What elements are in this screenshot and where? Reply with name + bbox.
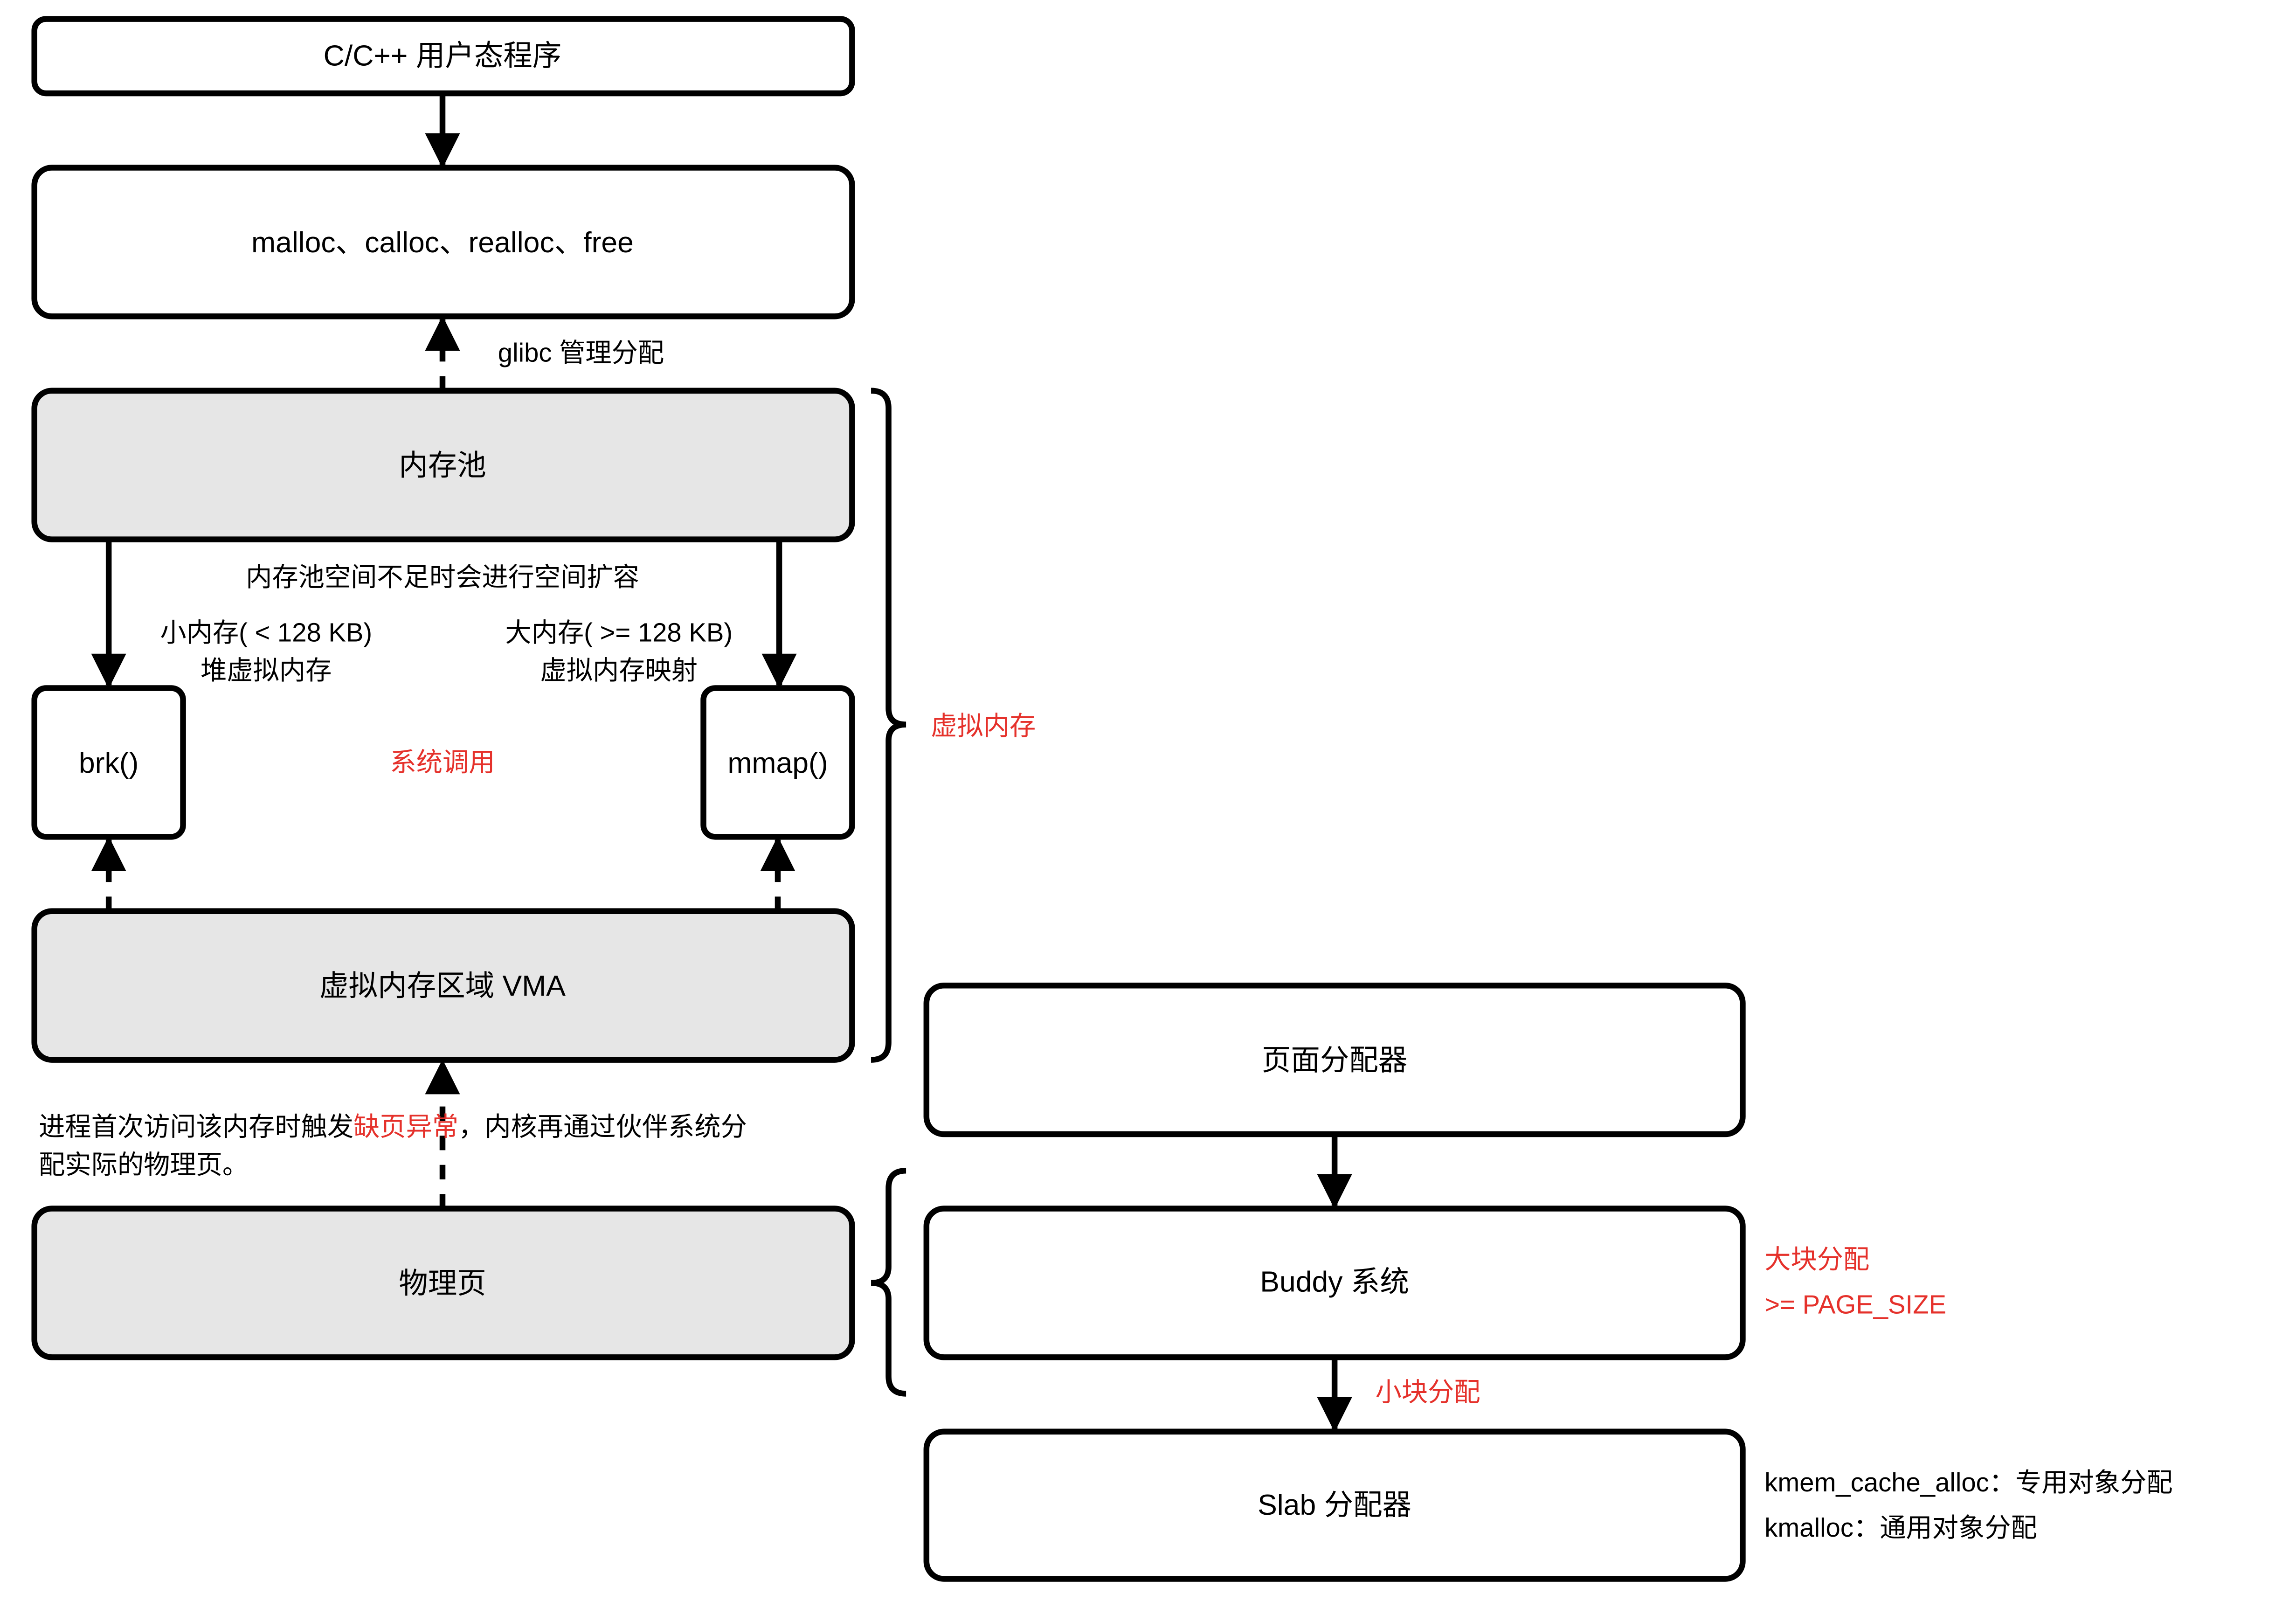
- page-size-label: >= PAGE_SIZE: [1764, 1290, 1946, 1319]
- virtual-memory-brace-label: 虚拟内存: [931, 711, 1036, 741]
- page-allocator-box: 页面分配器: [923, 982, 1746, 1137]
- memory-pool-box: 内存池: [31, 388, 855, 542]
- physical-page-label: 物理页: [399, 1267, 486, 1300]
- mmap-label: mmap(): [727, 747, 828, 779]
- small-memory-label: 小内存( < 128 KB): [160, 617, 372, 647]
- pool-expand-note: 内存池空间不足时会进行空间扩容: [246, 562, 639, 592]
- heap-virtual-memory-label: 堆虚拟内存: [201, 656, 332, 685]
- physical-page-brace: [871, 1167, 906, 1397]
- user-program-box: C/C++ 用户态程序: [31, 16, 855, 97]
- virtual-memory-brace: [871, 388, 906, 1063]
- buddy-system-box: Buddy 系统: [923, 1206, 1746, 1360]
- alloc-functions-box: malloc、calloc、realloc、free: [31, 165, 855, 319]
- syscall-label: 系统调用: [390, 748, 495, 777]
- kmem-cache-alloc-note: kmem_cache_alloc：专用对象分配: [1764, 1468, 2172, 1497]
- memory-pool-label: 内存池: [399, 449, 486, 482]
- large-memory-label: 大内存( >= 128 KB): [505, 617, 733, 647]
- vma-label: 虚拟内存区域 VMA: [319, 970, 566, 1002]
- buddy-system-label: Buddy 系统: [1260, 1266, 1409, 1298]
- physical-page-box: 物理页: [31, 1206, 855, 1360]
- slab-allocator-label: Slab 分配器: [1258, 1489, 1411, 1521]
- slab-allocator-box: Slab 分配器: [923, 1428, 1746, 1582]
- virtual-memory-mapping-label: 虚拟内存映射: [540, 656, 698, 685]
- vma-box: 虚拟内存区域 VMA: [31, 908, 855, 1063]
- brk-box: brk(): [31, 685, 186, 840]
- small-block-label: 小块分配: [1376, 1377, 1480, 1407]
- brk-label: brk(): [79, 747, 138, 779]
- mmap-box: mmap(): [700, 685, 855, 840]
- glibc-note: glibc 管理分配: [498, 338, 664, 367]
- large-block-label: 大块分配: [1764, 1245, 1869, 1274]
- page-fault-note-line2: 配实际的物理页。: [39, 1150, 249, 1179]
- kmalloc-note: kmalloc：通用对象分配: [1764, 1513, 2037, 1542]
- user-program-label: C/C++ 用户态程序: [324, 40, 562, 72]
- page-fault-highlight: 缺页异常: [353, 1112, 458, 1141]
- alloc-functions-label: malloc、calloc、realloc、free: [251, 226, 634, 259]
- page-allocator-label: 页面分配器: [1262, 1044, 1408, 1076]
- page-fault-note-line1: 进程首次访问该内存时触发缺页异常，内核再通过伙伴系统分: [39, 1112, 747, 1141]
